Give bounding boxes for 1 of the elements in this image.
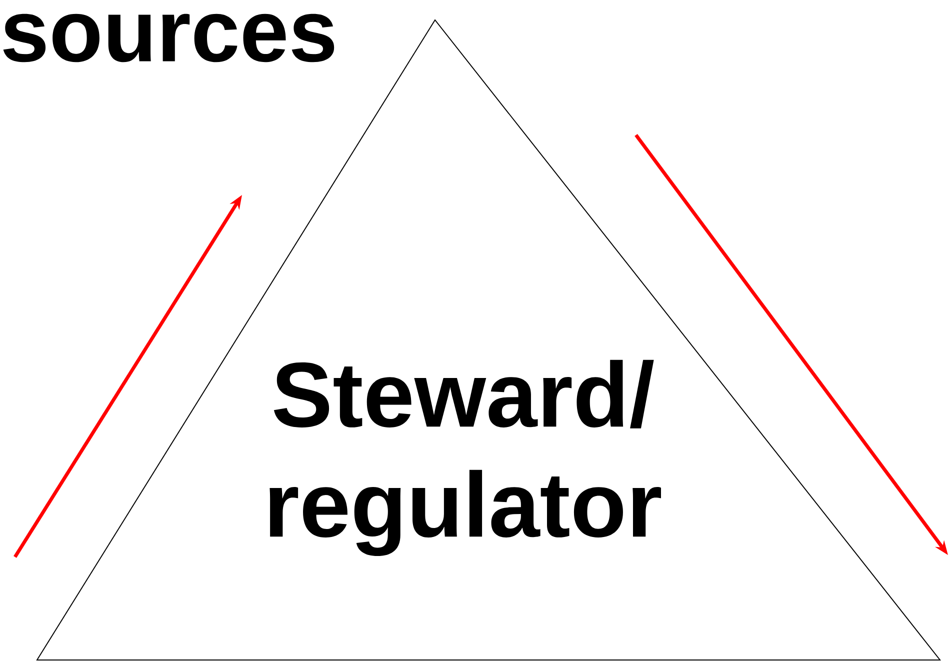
heading-text: sources — [3, 14, 334, 62]
